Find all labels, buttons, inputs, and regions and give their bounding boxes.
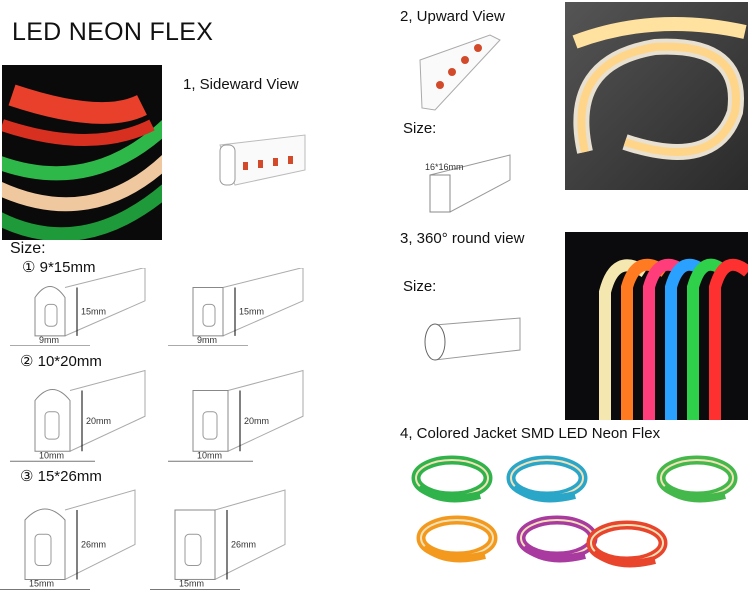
size-1-round-diagram: 15mm 9mm: [10, 268, 150, 346]
coil-1: [410, 450, 495, 510]
red-green-neon-photo: [2, 65, 162, 240]
coil-6: [585, 515, 670, 575]
size-2-round-diagram: 20mm 10mm: [10, 366, 150, 464]
width-dimension: 15mm: [29, 578, 54, 588]
height-dimension: 26mm: [81, 540, 106, 550]
upward-view-diagram: [410, 30, 510, 115]
page-title: LED NEON FLEX: [12, 18, 214, 46]
square-dimension-text: 16*16mm: [425, 162, 464, 172]
height-dimension: 20mm: [244, 416, 269, 426]
size-heading: Size:: [10, 240, 46, 257]
size-3-heading: ③ 15*26mm: [20, 468, 102, 485]
coil-3: [655, 450, 740, 510]
size-1-heading: ① 9*15mm: [22, 259, 96, 276]
sideward-view-diagram: [210, 130, 310, 210]
round-view-label: 3, 360° round view: [400, 230, 525, 247]
height-dimension: 15mm: [239, 307, 264, 317]
coil-2: [505, 450, 590, 510]
size-3-square-diagram: 26mm 15mm: [150, 482, 290, 594]
round-size-label: Size:: [403, 278, 437, 295]
upward-view-label: 2, Upward View: [400, 8, 505, 25]
width-dimension: 10mm: [39, 450, 64, 460]
height-dimension: 20mm: [86, 416, 111, 426]
size-3-round-diagram: 26mm 15mm: [0, 482, 140, 594]
size-2-heading: ② 10*20mm: [20, 353, 102, 370]
size-1-square-diagram: 15mm 9mm: [168, 268, 308, 346]
width-dimension: 10mm: [197, 450, 222, 460]
upward-size-label: Size:: [403, 120, 437, 137]
colored-jacket-label: 4, Colored Jacket SMD LED Neon Flex: [400, 425, 661, 442]
width-dimension: 15mm: [179, 578, 204, 588]
height-dimension: 26mm: [231, 540, 256, 550]
width-dimension: 9mm: [197, 335, 217, 345]
square-profile-diagram: 16*16mm: [415, 150, 525, 220]
coil-4: [415, 510, 500, 570]
size-2-square-diagram: 20mm 10mm: [168, 366, 308, 464]
warm-white-neon-photo: [565, 2, 748, 190]
width-dimension: 9mm: [39, 335, 59, 345]
round-profile-diagram: [420, 310, 530, 370]
rainbow-neon-photo: [565, 232, 748, 420]
sideward-view-label: 1, Sideward View: [183, 76, 299, 93]
height-dimension: 15mm: [81, 307, 106, 317]
